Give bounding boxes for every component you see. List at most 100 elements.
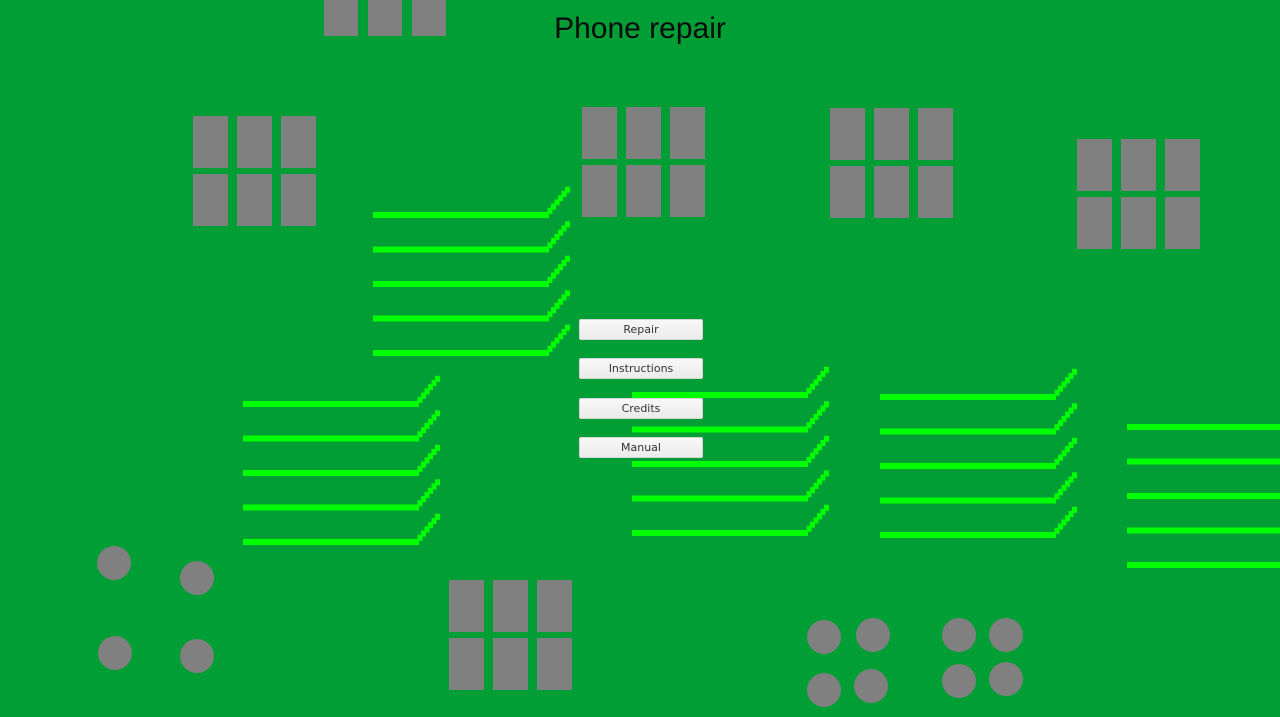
chip-icon — [281, 116, 316, 168]
chip-icon — [1165, 139, 1200, 191]
circuit-trace-icon — [1051, 463, 1056, 469]
chip-icon — [582, 165, 617, 217]
circuit-trace-icon — [243, 435, 415, 442]
circuit-trace-icon — [1058, 523, 1063, 530]
circuit-trace-icon — [421, 496, 426, 503]
circuit-trace-icon — [1061, 450, 1067, 457]
circuit-trace-icon — [1051, 394, 1056, 400]
circuit-trace-icon — [435, 410, 440, 417]
circuit-trace-icon — [1058, 385, 1063, 392]
solder-pad-icon — [856, 618, 890, 652]
circuit-trace-icon — [547, 207, 553, 214]
circuit-trace-icon — [558, 229, 563, 236]
solder-pad-icon — [180, 639, 214, 673]
repair-button[interactable]: Repair — [579, 319, 703, 340]
circuit-trace-icon — [1072, 368, 1077, 375]
circuit-trace-icon — [558, 298, 563, 305]
chip-icon — [1165, 197, 1200, 249]
circuit-trace-icon — [431, 449, 437, 455]
circuit-trace-icon — [435, 479, 440, 486]
circuit-trace-icon — [632, 530, 804, 536]
circuit-trace-icon — [431, 414, 437, 421]
chip-icon — [412, 0, 446, 36]
circuit-trace-icon — [813, 482, 819, 489]
circuit-trace-icon — [421, 427, 426, 434]
circuit-trace-icon — [428, 522, 433, 529]
circuit-trace-icon — [431, 518, 437, 524]
circuit-trace-icon — [1065, 515, 1070, 522]
chip-icon — [626, 107, 661, 159]
solder-pad-icon — [807, 673, 841, 707]
circuit-trace-icon — [880, 428, 1052, 435]
circuit-trace-icon — [561, 225, 567, 232]
solder-pad-icon — [989, 618, 1023, 652]
circuit-trace-icon — [803, 530, 808, 536]
circuit-trace-icon — [554, 268, 560, 275]
chip-icon — [324, 0, 358, 36]
circuit-trace-icon — [561, 191, 567, 197]
circuit-trace-icon — [547, 311, 553, 318]
chip-icon — [449, 638, 484, 690]
circuit-trace-icon — [417, 500, 423, 507]
circuit-trace-icon — [813, 379, 819, 386]
circuit-trace-icon — [1061, 519, 1067, 526]
circuit-trace-icon — [824, 435, 829, 442]
circuit-trace-icon — [424, 526, 430, 533]
chip-icon — [1077, 139, 1112, 191]
circuit-trace-icon — [1054, 458, 1060, 465]
circuit-trace-icon — [414, 539, 419, 545]
circuit-trace-icon — [1072, 437, 1077, 444]
solder-pad-icon — [807, 620, 841, 654]
circuit-trace-icon — [417, 431, 423, 438]
circuit-trace-icon — [561, 294, 567, 301]
solder-pad-icon — [942, 618, 976, 652]
chip-icon — [537, 580, 572, 632]
circuit-trace-icon — [1127, 458, 1280, 465]
chip-icon — [281, 174, 316, 226]
circuit-trace-icon — [806, 422, 812, 429]
solder-pad-icon — [989, 662, 1023, 696]
circuit-trace-icon — [1051, 497, 1056, 504]
circuit-trace-icon — [243, 504, 415, 511]
circuit-trace-icon — [1068, 511, 1074, 517]
circuit-trace-icon — [1127, 527, 1280, 534]
solder-pad-icon — [942, 664, 976, 698]
circuit-trace-icon — [880, 497, 1052, 504]
circuit-trace-icon — [806, 525, 812, 532]
circuit-trace-icon — [421, 530, 426, 537]
circuit-trace-icon — [817, 478, 822, 485]
chip-icon — [193, 116, 228, 168]
chip-icon — [1121, 139, 1156, 191]
circuit-trace-icon — [417, 465, 423, 472]
circuit-trace-icon — [243, 470, 415, 476]
circuit-trace-icon — [1065, 446, 1070, 453]
manual-button[interactable]: Manual — [579, 437, 703, 458]
circuit-trace-icon — [373, 350, 545, 356]
circuit-trace-icon — [803, 426, 808, 433]
circuit-trace-icon — [810, 452, 815, 459]
circuit-trace-icon — [1072, 506, 1077, 513]
chip-icon — [874, 166, 909, 218]
circuit-trace-icon — [544, 350, 549, 356]
circuit-trace-icon — [551, 307, 556, 314]
chip-icon — [449, 580, 484, 632]
solder-pad-icon — [854, 669, 888, 703]
circuit-trace-icon — [424, 457, 430, 464]
instructions-button[interactable]: Instructions — [579, 358, 703, 379]
circuit-trace-icon — [632, 392, 804, 398]
circuit-trace-icon — [880, 463, 1052, 469]
circuit-trace-icon — [803, 392, 808, 398]
circuit-trace-icon — [551, 203, 556, 210]
circuit-trace-icon — [544, 212, 549, 218]
circuit-trace-icon — [561, 329, 567, 335]
credits-button[interactable]: Credits — [579, 398, 703, 419]
circuit-trace-icon — [565, 255, 570, 262]
circuit-trace-icon — [544, 315, 549, 322]
circuit-trace-icon — [880, 532, 1052, 538]
circuit-trace-icon — [547, 242, 553, 249]
circuit-trace-icon — [820, 474, 826, 481]
chip-icon — [582, 107, 617, 159]
circuit-trace-icon — [243, 539, 415, 545]
circuit-trace-icon — [1061, 381, 1067, 388]
